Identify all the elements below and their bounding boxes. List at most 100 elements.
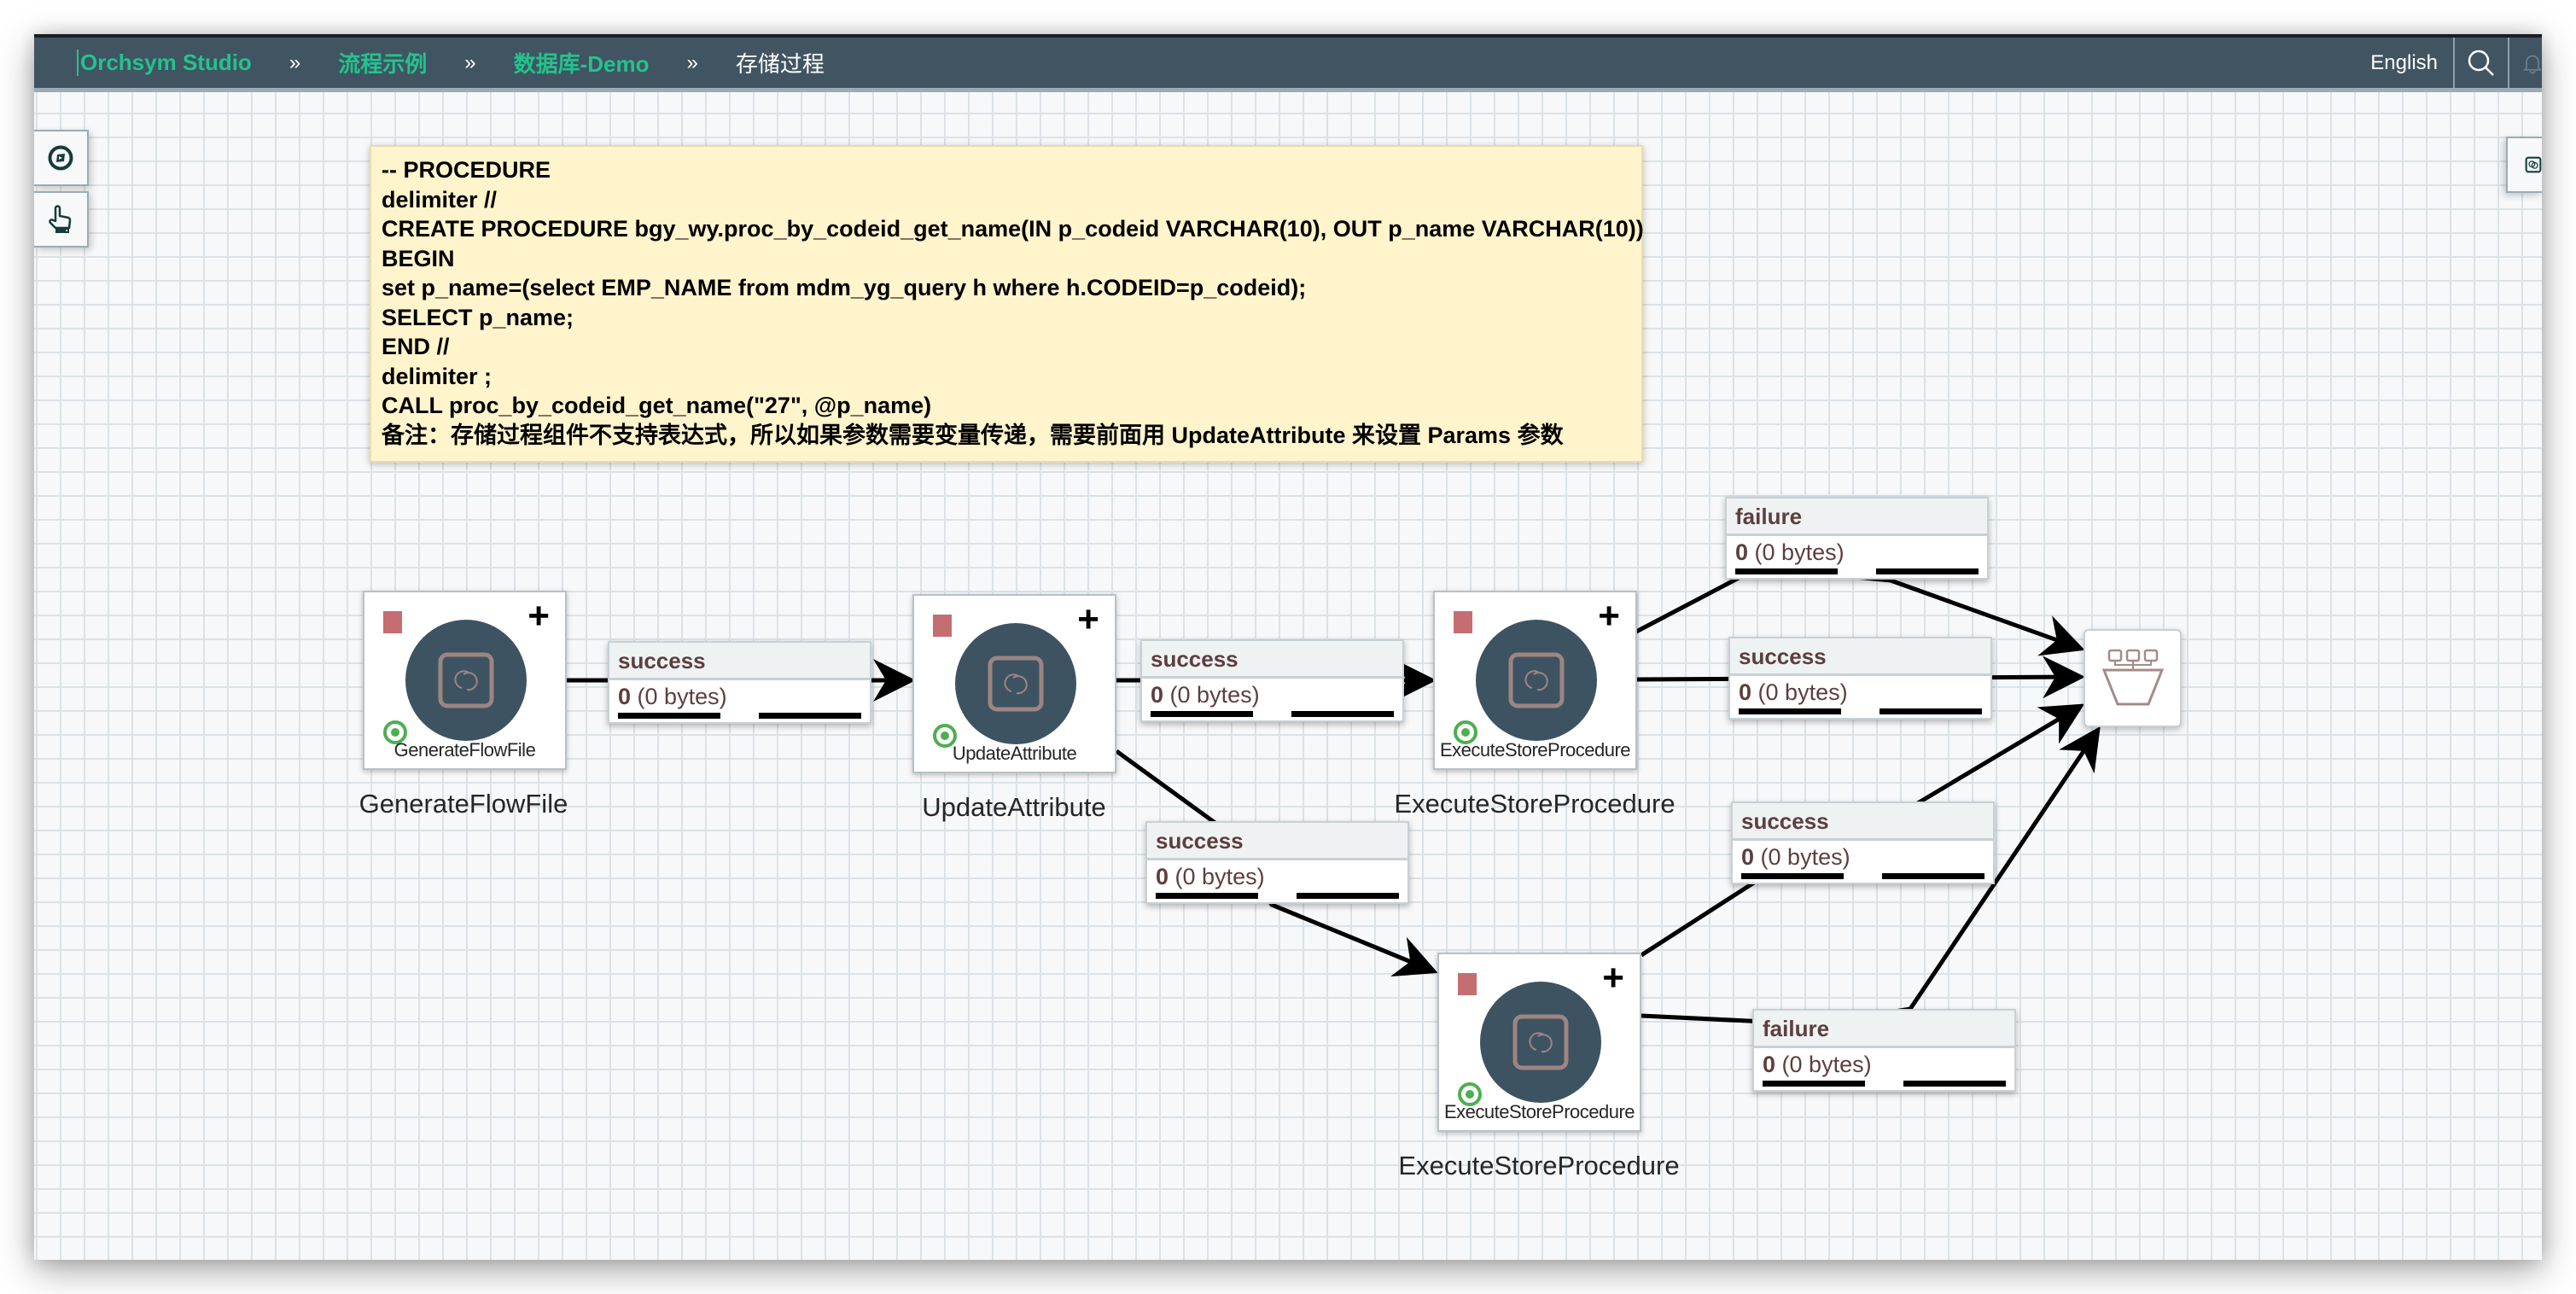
queue-size-bar xyxy=(1876,568,1979,574)
valid-status-icon xyxy=(1454,720,1477,744)
connection-label[interactable]: success 0 (0 bytes) xyxy=(1140,639,1404,722)
add-connection-icon[interactable]: + xyxy=(1602,957,1624,999)
breadcrumb-flow-examples[interactable]: 流程示例 xyxy=(338,51,428,77)
relationship-name: success xyxy=(1730,638,1990,676)
queue-count: 0 xyxy=(1151,682,1164,708)
queue-count: 0 xyxy=(1156,864,1169,889)
right-side-panel-toggle[interactable] xyxy=(2506,137,2542,193)
operate-hand-icon xyxy=(49,205,72,233)
add-connection-icon[interactable]: + xyxy=(1077,598,1099,640)
connection-label[interactable]: failure 0 (0 bytes) xyxy=(1752,1009,2016,1092)
queue-count-bar xyxy=(618,713,720,719)
processor-icon xyxy=(1512,1014,1569,1070)
breadcrumb-current: 存储过程 xyxy=(735,51,825,77)
queue-status: 0 (0 bytes) xyxy=(1733,841,1993,874)
queue-status: 0 (0 bytes) xyxy=(1730,676,1990,709)
processor-icon xyxy=(988,656,1044,712)
processor-icon xyxy=(1508,652,1565,708)
queue-status: 0 (0 bytes) xyxy=(609,680,870,714)
connection-label[interactable]: success 0 (0 bytes) xyxy=(608,641,871,724)
queue-size-bar xyxy=(1297,893,1399,899)
add-connection-icon[interactable]: + xyxy=(527,595,550,637)
queue-count-bar xyxy=(1741,873,1844,879)
queue-count-bar xyxy=(1739,708,1841,714)
queue-count-bar xyxy=(1151,711,1253,717)
queue-count: 0 xyxy=(1763,1052,1776,1077)
queue-size-bar xyxy=(1882,873,1984,879)
processor-disc xyxy=(955,623,1076,744)
queue-count-bar xyxy=(1735,568,1838,574)
header-actions: English xyxy=(2355,38,2542,88)
queue-size-bar xyxy=(759,713,861,719)
breadcrumb-home[interactable]: Orchsym Studio xyxy=(77,50,252,76)
top-bar: Orchsym Studio » 流程示例 » 数据库-Demo » 存储过程 … xyxy=(34,34,2542,92)
relationship-name: success xyxy=(1733,803,1993,841)
connection-label[interactable]: success 0 (0 bytes) xyxy=(1145,821,1409,904)
queue-count: 0 xyxy=(1741,844,1755,870)
note-line: BEGIN xyxy=(382,245,455,271)
stopped-status-icon xyxy=(933,615,952,637)
queue-status: 0 (0 bytes) xyxy=(1727,536,1987,569)
relationship-name: success xyxy=(609,643,870,680)
breadcrumb-separator: » xyxy=(464,50,476,74)
sql-note-label[interactable]: -- PROCEDURE delimiter // CREATE PROCEDU… xyxy=(370,145,1644,463)
note-line: END // xyxy=(382,334,450,359)
valid-status-icon xyxy=(933,724,957,748)
queue-status: 0 (0 bytes) xyxy=(1147,860,1407,894)
queue-size-bar xyxy=(1903,1081,2006,1087)
note-line: delimiter // xyxy=(382,186,498,213)
processor-type: ExecuteStoreProcedure xyxy=(1439,739,1631,761)
relationship-name: failure xyxy=(1754,1011,2014,1048)
connection-label[interactable]: success 0 (0 bytes) xyxy=(1731,801,1995,884)
stopped-status-icon xyxy=(1458,973,1477,995)
stopped-status-icon xyxy=(1454,611,1472,633)
processor-type: ExecuteStoreProcedure xyxy=(1443,1101,1635,1122)
processor-type: GenerateFlowFile xyxy=(393,739,536,761)
processor-icon xyxy=(438,652,494,708)
queue-count: 0 xyxy=(1739,679,1752,705)
add-connection-icon[interactable]: + xyxy=(1598,595,1620,637)
stopped-status-icon xyxy=(383,611,402,633)
funnel[interactable] xyxy=(2084,629,2182,727)
processor-executestoreprocedure-2[interactable]: + ExecuteStoreProcedure xyxy=(1437,953,1641,1132)
relationship-name: success xyxy=(1147,823,1407,860)
note-line: CALL proc_by_codeid_get_name("27", @p_na… xyxy=(382,393,932,418)
processor-updateattribute[interactable]: + UpdateAttribute xyxy=(912,594,1116,773)
funnel-icon xyxy=(2101,649,2164,705)
breadcrumb: Orchsym Studio » 流程示例 » 数据库-Demo » 存储过程 xyxy=(34,38,825,88)
queue-size: (0 bytes) xyxy=(637,684,727,709)
note-line: set p_name=(select EMP_NAME from mdm_yg_… xyxy=(382,275,1307,300)
connection-label[interactable]: failure 0 (0 bytes) xyxy=(1725,497,1989,580)
breadcrumb-database-demo[interactable]: 数据库-Demo xyxy=(513,51,650,77)
connection-label[interactable]: success 0 (0 bytes) xyxy=(1728,637,1992,720)
note-line: 备注：存储过程组件不支持表达式，所以如果参数需要变量传递，需要前面用 Updat… xyxy=(382,422,1564,448)
note-line: SELECT p_name; xyxy=(382,304,574,330)
navigate-tool-button[interactable] xyxy=(34,130,89,186)
queue-size: (0 bytes) xyxy=(1754,539,1845,565)
processor-generateflowfile[interactable]: + GenerateFlowFile xyxy=(363,591,567,770)
queue-status: 0 (0 bytes) xyxy=(1142,679,1402,712)
queue-count: 0 xyxy=(618,684,632,709)
queue-status: 0 (0 bytes) xyxy=(1754,1048,2014,1081)
queue-size: (0 bytes) xyxy=(1757,679,1848,705)
search-button[interactable] xyxy=(2453,38,2508,88)
queue-size: (0 bytes) xyxy=(1174,864,1265,889)
processor-icon xyxy=(2525,156,2542,173)
note-line: delimiter ; xyxy=(382,363,492,389)
search-icon xyxy=(2468,50,2494,76)
queue-size: (0 bytes) xyxy=(1781,1052,1872,1077)
queue-count-bar xyxy=(1763,1081,1865,1087)
processor-name: ExecuteStoreProcedure xyxy=(1398,1151,1680,1180)
navigate-compass-icon xyxy=(48,145,73,171)
operate-tool-button[interactable] xyxy=(34,191,89,248)
valid-status-icon xyxy=(383,720,407,744)
language-selector[interactable]: English xyxy=(2370,50,2438,74)
processor-executestoreprocedure-1[interactable]: + ExecuteStoreProcedure xyxy=(1433,591,1637,770)
notifications-button[interactable] xyxy=(2508,38,2542,88)
queue-size: (0 bytes) xyxy=(1760,844,1850,870)
queue-size: (0 bytes) xyxy=(1169,682,1260,708)
queue-count-bar xyxy=(1156,893,1258,899)
queue-size-bar xyxy=(1880,708,1982,714)
relationship-name: success xyxy=(1142,641,1402,679)
bell-icon xyxy=(2523,55,2542,73)
